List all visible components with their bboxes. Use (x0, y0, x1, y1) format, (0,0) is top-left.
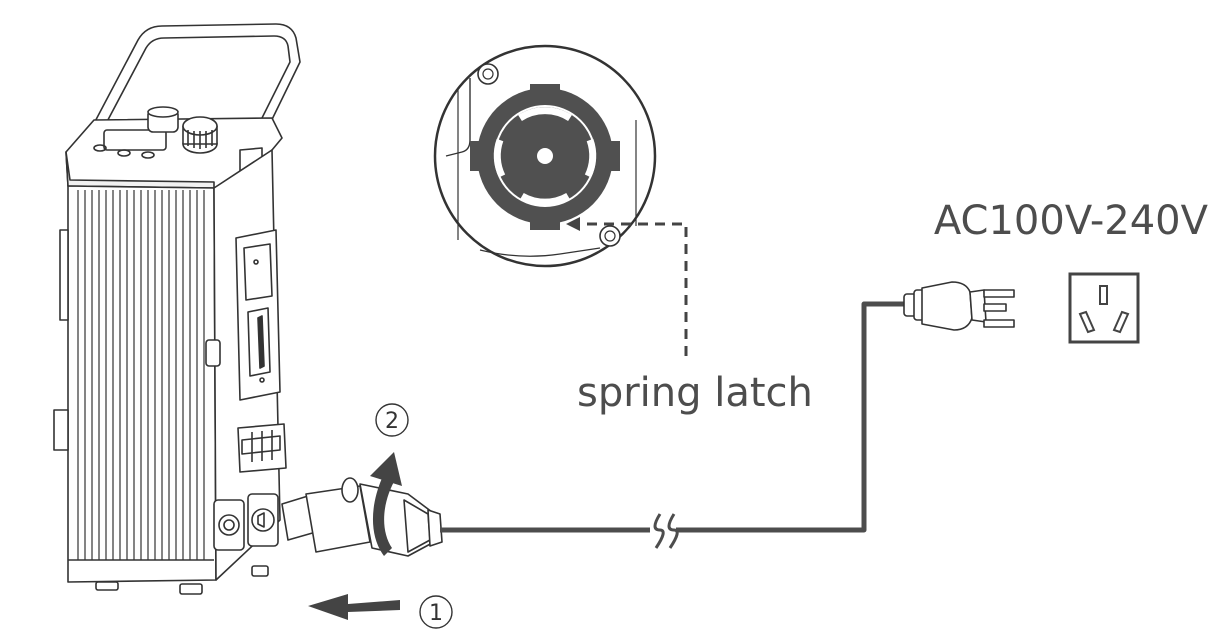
twist-arrow-icon (370, 452, 402, 556)
twist-lock-power-connector-icon (281, 477, 443, 557)
step-2-number: 2 (385, 409, 399, 434)
wall-outlet-icon (1068, 272, 1140, 344)
step-1-number: 1 (429, 601, 443, 626)
portable-power-unit-icon (53, 23, 301, 595)
cable-break-mark (653, 513, 679, 549)
voltage-label: AC100V-240V (934, 198, 1209, 244)
spring-latch-label: spring latch (577, 370, 813, 416)
mains-plug-icon (903, 281, 1015, 331)
step-1-marker: 1 (419, 595, 453, 629)
power-cable (440, 301, 908, 533)
push-arrow-icon (308, 594, 400, 620)
locking-socket-detail-icon (433, 44, 657, 268)
latch-pointer-arrowhead (566, 217, 580, 231)
latch-leader-line (578, 222, 688, 356)
step-2-marker: 2 (375, 403, 409, 437)
